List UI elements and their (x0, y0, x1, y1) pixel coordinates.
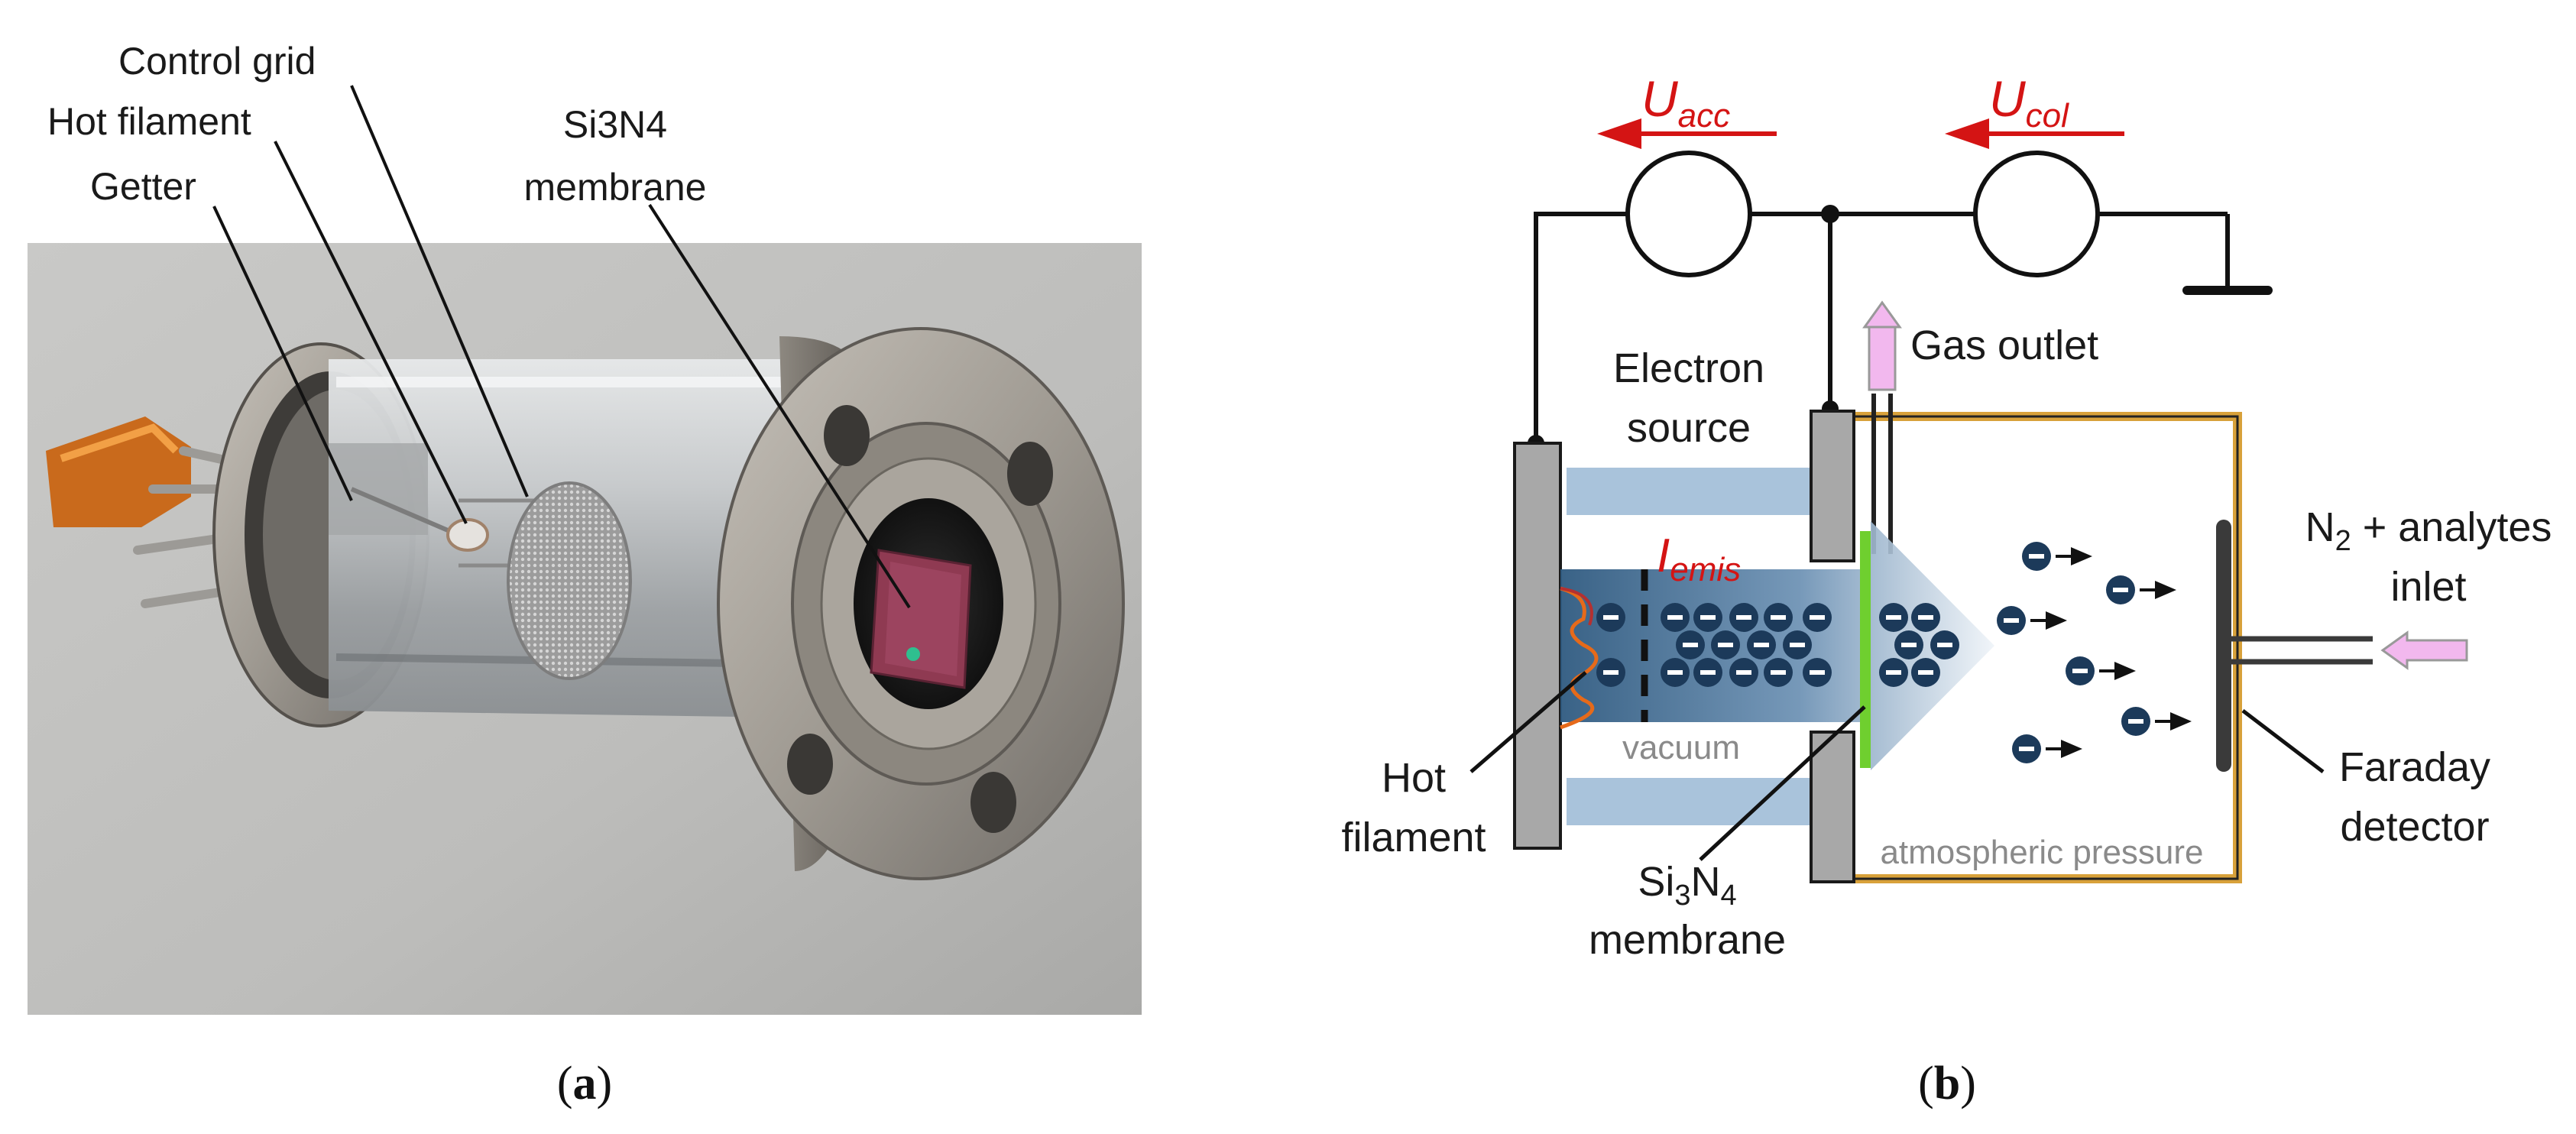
label-membrane-a-line1: Si3N4 (563, 103, 667, 146)
label-inlet-1: N2 + analytes (2305, 504, 2552, 557)
free-electron (2012, 734, 2082, 763)
label-inlet-2: inlet (2390, 564, 2466, 610)
label-vacuum: vacuum (1622, 729, 1740, 766)
free-electrons (1997, 542, 2192, 763)
label-u-acc: Uacc (1641, 70, 1730, 134)
free-electron (2121, 707, 2192, 736)
schematic-panel-b: Uacc Ucol Gas outlet (1341, 70, 2552, 1110)
caption-a: (a) (557, 1058, 612, 1110)
leader-hot-filament-b (1469, 671, 1587, 773)
label-electron-source-1: Electron (1613, 345, 1764, 391)
free-electron (2022, 542, 2092, 571)
upper-connector (1567, 468, 1811, 515)
caption-b: (b) (1918, 1058, 1976, 1110)
label-gas-outlet: Gas outlet (1910, 322, 2098, 368)
faraday-detector (2216, 520, 2373, 772)
inlet-arrow (2380, 630, 2468, 670)
u-acc-source (1625, 151, 1752, 277)
u-col-source (1973, 151, 2100, 277)
leader-lines-a (212, 85, 911, 609)
free-electron (1997, 606, 2067, 635)
circuit-wires (1534, 212, 2230, 443)
hot-filament-wire (446, 518, 489, 552)
leader-faraday (2241, 709, 2325, 773)
label-si3n4-b: Si3N4 (1638, 859, 1736, 912)
u-col-arrow (1945, 118, 2124, 149)
label-control-grid: Control grid (118, 40, 316, 83)
flex-cable (46, 416, 191, 527)
label-faraday-1: Faraday (2339, 744, 2490, 790)
source-block-lower (1810, 731, 1855, 883)
label-hot-filament-b-2: filament (1341, 815, 1486, 860)
label-membrane-b: membrane (1589, 917, 1786, 963)
photo-panel-a: Control grid Hot filament Getter Si3N4 m… (28, 40, 1142, 1110)
label-membrane-a-line2: membrane (524, 166, 707, 209)
label-faraday-2: detector (2340, 804, 2489, 850)
label-hot-filament-a: Hot filament (47, 100, 251, 143)
leader-membrane-b (1699, 705, 1866, 861)
label-u-col: Ucol (1989, 70, 2069, 134)
filament-coil (1560, 586, 1599, 730)
electron-beam (1560, 521, 1994, 770)
control-grid-mesh (458, 481, 632, 680)
lower-connector (1567, 778, 1811, 825)
si3n4-membrane-b (1860, 531, 1871, 768)
label-atmospheric-pressure: atmospheric pressure (1880, 834, 2203, 871)
label-i-emis: Iemis (1657, 530, 1741, 588)
source-block-upper (1810, 410, 1855, 562)
electrons-beam (1596, 603, 1959, 687)
label-electron-source-2: source (1627, 405, 1751, 451)
label-getter: Getter (90, 165, 196, 208)
free-electron (2106, 575, 2176, 604)
si3n4-chip (870, 549, 972, 689)
free-electron (2066, 656, 2136, 685)
label-hot-filament-b-1: Hot (1382, 755, 1446, 801)
gas-outlet-arrow (1862, 300, 1902, 391)
circuit-node (1821, 205, 1839, 223)
filament-block (1513, 442, 1562, 850)
u-acc-arrow (1597, 118, 1777, 149)
